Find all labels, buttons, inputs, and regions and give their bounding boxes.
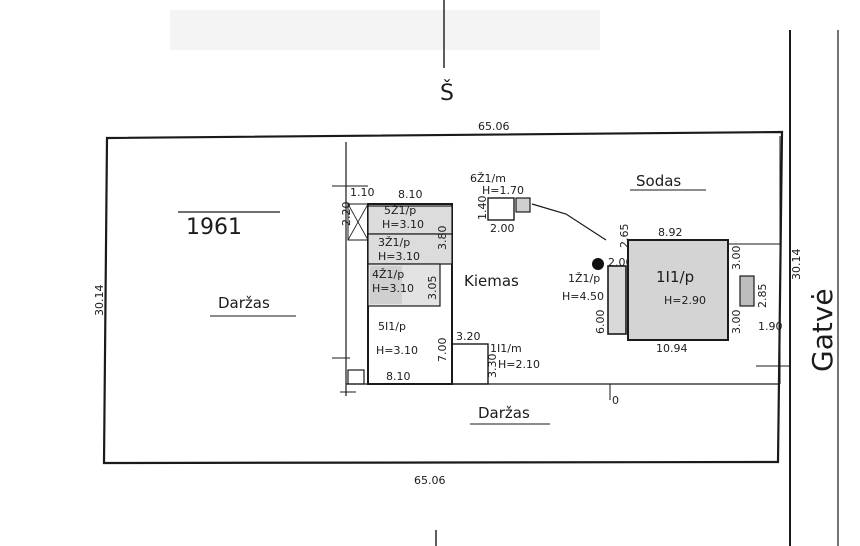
building-e-bottom: 10.94 [656, 342, 688, 355]
building-d-height: H=3.10 [376, 344, 418, 357]
garden-bottom-label: Daržas [478, 404, 530, 422]
building-e-right: 2.85 [756, 284, 769, 309]
garden-left-label: Daržas [218, 294, 270, 312]
scan-blotch [170, 10, 600, 50]
yard-fence [531, 203, 607, 241]
building-h [592, 258, 627, 335]
house-side-c: 3.20 [456, 330, 481, 343]
building-a-code: 5Ž1/p [384, 204, 416, 217]
building-g-height: H=2.10 [498, 358, 540, 371]
building-h-code: 1Ž1/p [568, 272, 600, 285]
building-d-side: 6.00 [594, 310, 607, 335]
house-width-bottom: 8.10 [386, 370, 411, 383]
house-side-d: 3.30 [486, 354, 499, 379]
building-b-code: 3Ž1/p [378, 236, 410, 249]
building-f-height: H=1.70 [482, 184, 524, 197]
street-label: Gatvė [806, 288, 839, 372]
house-small: 1.10 [350, 186, 375, 199]
house-side-a: 2.20 [340, 202, 353, 227]
building-f-code: 6Ž1/m [470, 172, 506, 185]
house-block [332, 185, 489, 393]
house-side-b: 7.00 [436, 338, 449, 363]
left-width: 30.14 [93, 285, 106, 317]
top-length: 65.06 [478, 120, 510, 133]
zero-marker: 0 [612, 394, 619, 407]
building-g-code: 1I1/m [490, 342, 522, 355]
building-d-top: 2.00 [608, 256, 633, 269]
yard-label: Kiemas [464, 272, 519, 290]
building-e-right2: 1.90 [758, 320, 783, 333]
building-e-side2: 3.00 [730, 310, 743, 335]
orchard-label: Sodas [636, 172, 681, 190]
building-i [627, 239, 780, 341]
building-c-code: 4Ž1/p [372, 268, 404, 281]
building-c-height: H=3.10 [372, 282, 414, 295]
year-label: 1961 [186, 215, 242, 240]
building-i-height: H=2.90 [664, 294, 706, 307]
north-letter: Š [440, 80, 454, 106]
room-h-c: 1.40 [476, 196, 489, 221]
house-width-top: 8.10 [398, 188, 423, 201]
building-a-height: H=3.10 [382, 218, 424, 231]
right-width: 30.14 [790, 249, 803, 281]
bottom-length: 65.06 [414, 474, 446, 487]
building-h-height: H=4.50 [562, 290, 604, 303]
room-h-b: 3.05 [426, 276, 439, 301]
shed-top: 2.00 [490, 222, 515, 235]
building-b-height: H=3.10 [378, 250, 420, 263]
building-e-top: 8.92 [658, 226, 683, 239]
building-d-code: 5I1/p [378, 320, 406, 333]
room-h-a: 3.80 [436, 226, 449, 251]
shed [487, 197, 531, 221]
building-i-code: 1I1/p [656, 268, 694, 286]
building-e-side: 3.00 [730, 246, 743, 271]
parcel-boundary [102, 130, 784, 465]
